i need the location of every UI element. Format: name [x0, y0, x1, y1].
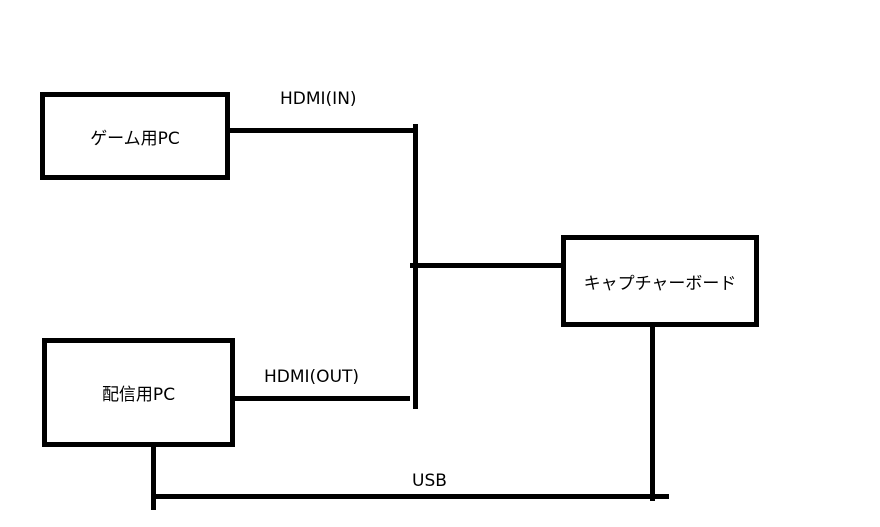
node-capture-board-label: キャプチャーボード — [583, 273, 737, 294]
node-gaming-pc: ゲーム用PC — [40, 92, 230, 180]
node-capture-board: キャプチャーボード — [561, 235, 759, 327]
node-streaming-pc: 配信用PC — [42, 338, 235, 447]
edge-hdmi-out-label: HDMI(OUT) — [264, 367, 360, 387]
edge-hdmi-in-label: HDMI(IN) — [280, 89, 357, 109]
edge-bus-to-capture-line — [410, 263, 562, 268]
edge-usb-drop-line — [151, 447, 156, 510]
node-streaming-pc-label: 配信用PC — [101, 385, 176, 405]
edge-capture-usb-drop-line — [650, 327, 655, 501]
node-gaming-pc-label: ゲーム用PC — [90, 128, 180, 149]
edge-usb-label: USB — [412, 471, 447, 491]
edge-hdmi-out-line — [235, 396, 410, 401]
edge-usb-line — [151, 494, 669, 499]
edge-hdmi-in-line — [230, 128, 416, 133]
